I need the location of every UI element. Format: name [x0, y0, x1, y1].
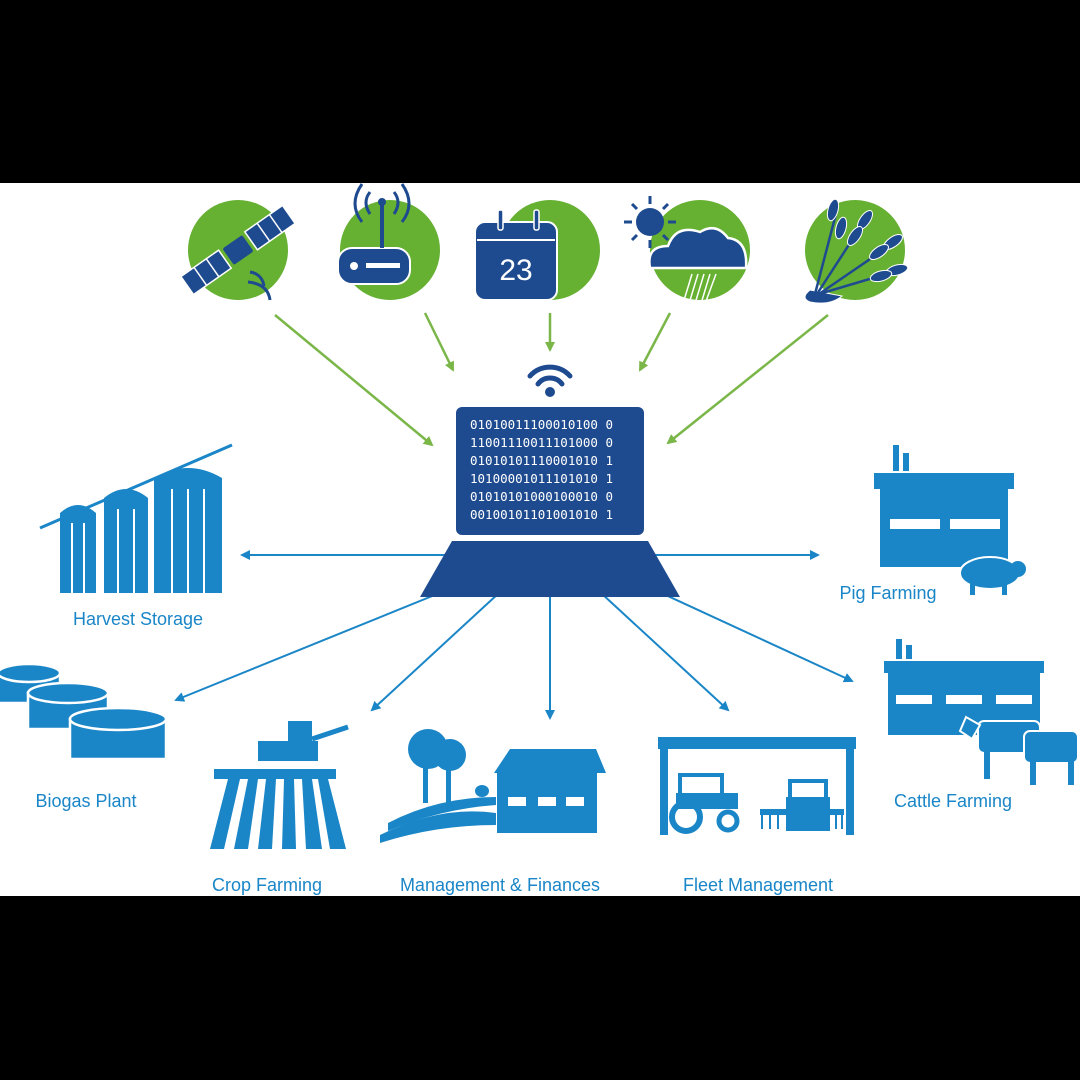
- label-harvest-storage: Harvest Storage: [73, 609, 203, 629]
- satellite-icon: [179, 200, 297, 301]
- arrow-crop-farming: [370, 579, 514, 712]
- fleet-management-node: Fleet Management: [658, 737, 856, 895]
- wheat-icon: [804, 198, 909, 304]
- cow-icon: [958, 715, 1079, 785]
- biogas-tanks-icon: [0, 662, 168, 761]
- management-finances-node: Management & Finances: [380, 729, 606, 895]
- diagram-canvas: 23: [0, 183, 1080, 896]
- weather-icon: [624, 196, 750, 321]
- binary-line: 10100001011101010 1: [470, 471, 613, 486]
- garage-icon: [658, 737, 856, 835]
- binary-line: 00100101101001010 1: [470, 507, 613, 522]
- tractor-icon: [669, 773, 740, 834]
- binary-line: 11001110011101000 0: [470, 435, 613, 450]
- arrow-fleet: [586, 579, 730, 712]
- wifi-icon: [527, 364, 573, 387]
- label-crop-farming: Crop Farming: [212, 875, 322, 895]
- combine-harvester-icon: [210, 721, 349, 849]
- farmhouse-icon: [380, 729, 606, 843]
- binary-line: 01010101000100010 0: [470, 489, 613, 504]
- cattle-barn-icon: [884, 639, 1044, 735]
- label-pig-farming: Pig Farming: [839, 583, 936, 603]
- arrow-crops: [666, 314, 829, 445]
- crop-farming-node: Crop Farming: [210, 721, 349, 895]
- binary-line: 01010101110001010 1: [470, 453, 613, 468]
- laptop-base: [420, 541, 680, 597]
- label-biogas-plant: Biogas Plant: [35, 791, 136, 811]
- biogas-plant-node: Biogas Plant: [0, 662, 168, 811]
- arrow-weather: [638, 312, 672, 372]
- barn-icon: [874, 445, 1014, 567]
- cattle-farming-node: Cattle Farming: [884, 639, 1079, 811]
- laptop-screen: [456, 407, 644, 535]
- binary-data: 01010011100010100 0 11001110011101000 0 …: [470, 417, 613, 522]
- arrow-satellite: [274, 314, 434, 447]
- calendar-day: 23: [499, 254, 532, 287]
- tractor-rear-icon: [760, 779, 844, 831]
- calendar-icon: 23: [474, 200, 600, 301]
- binary-line: 01010011100010100 0: [470, 417, 613, 432]
- label-management-finances: Management & Finances: [400, 875, 600, 895]
- label-fleet-management: Fleet Management: [683, 875, 833, 895]
- laptop-icon: 01010011100010100 0 11001110011101000 0 …: [420, 364, 680, 597]
- silo-icon: [39, 443, 233, 593]
- label-cattle-farming: Cattle Farming: [894, 791, 1012, 811]
- smart-farming-diagram: 23: [0, 183, 1079, 895]
- arrow-router: [423, 312, 455, 372]
- pig-icon: [959, 556, 1026, 595]
- pig-farming-node: Pig Farming: [839, 445, 1026, 603]
- input-arrows: [274, 312, 829, 447]
- wireless-router-icon: [337, 183, 440, 300]
- harvest-storage-node: Harvest Storage: [39, 443, 233, 629]
